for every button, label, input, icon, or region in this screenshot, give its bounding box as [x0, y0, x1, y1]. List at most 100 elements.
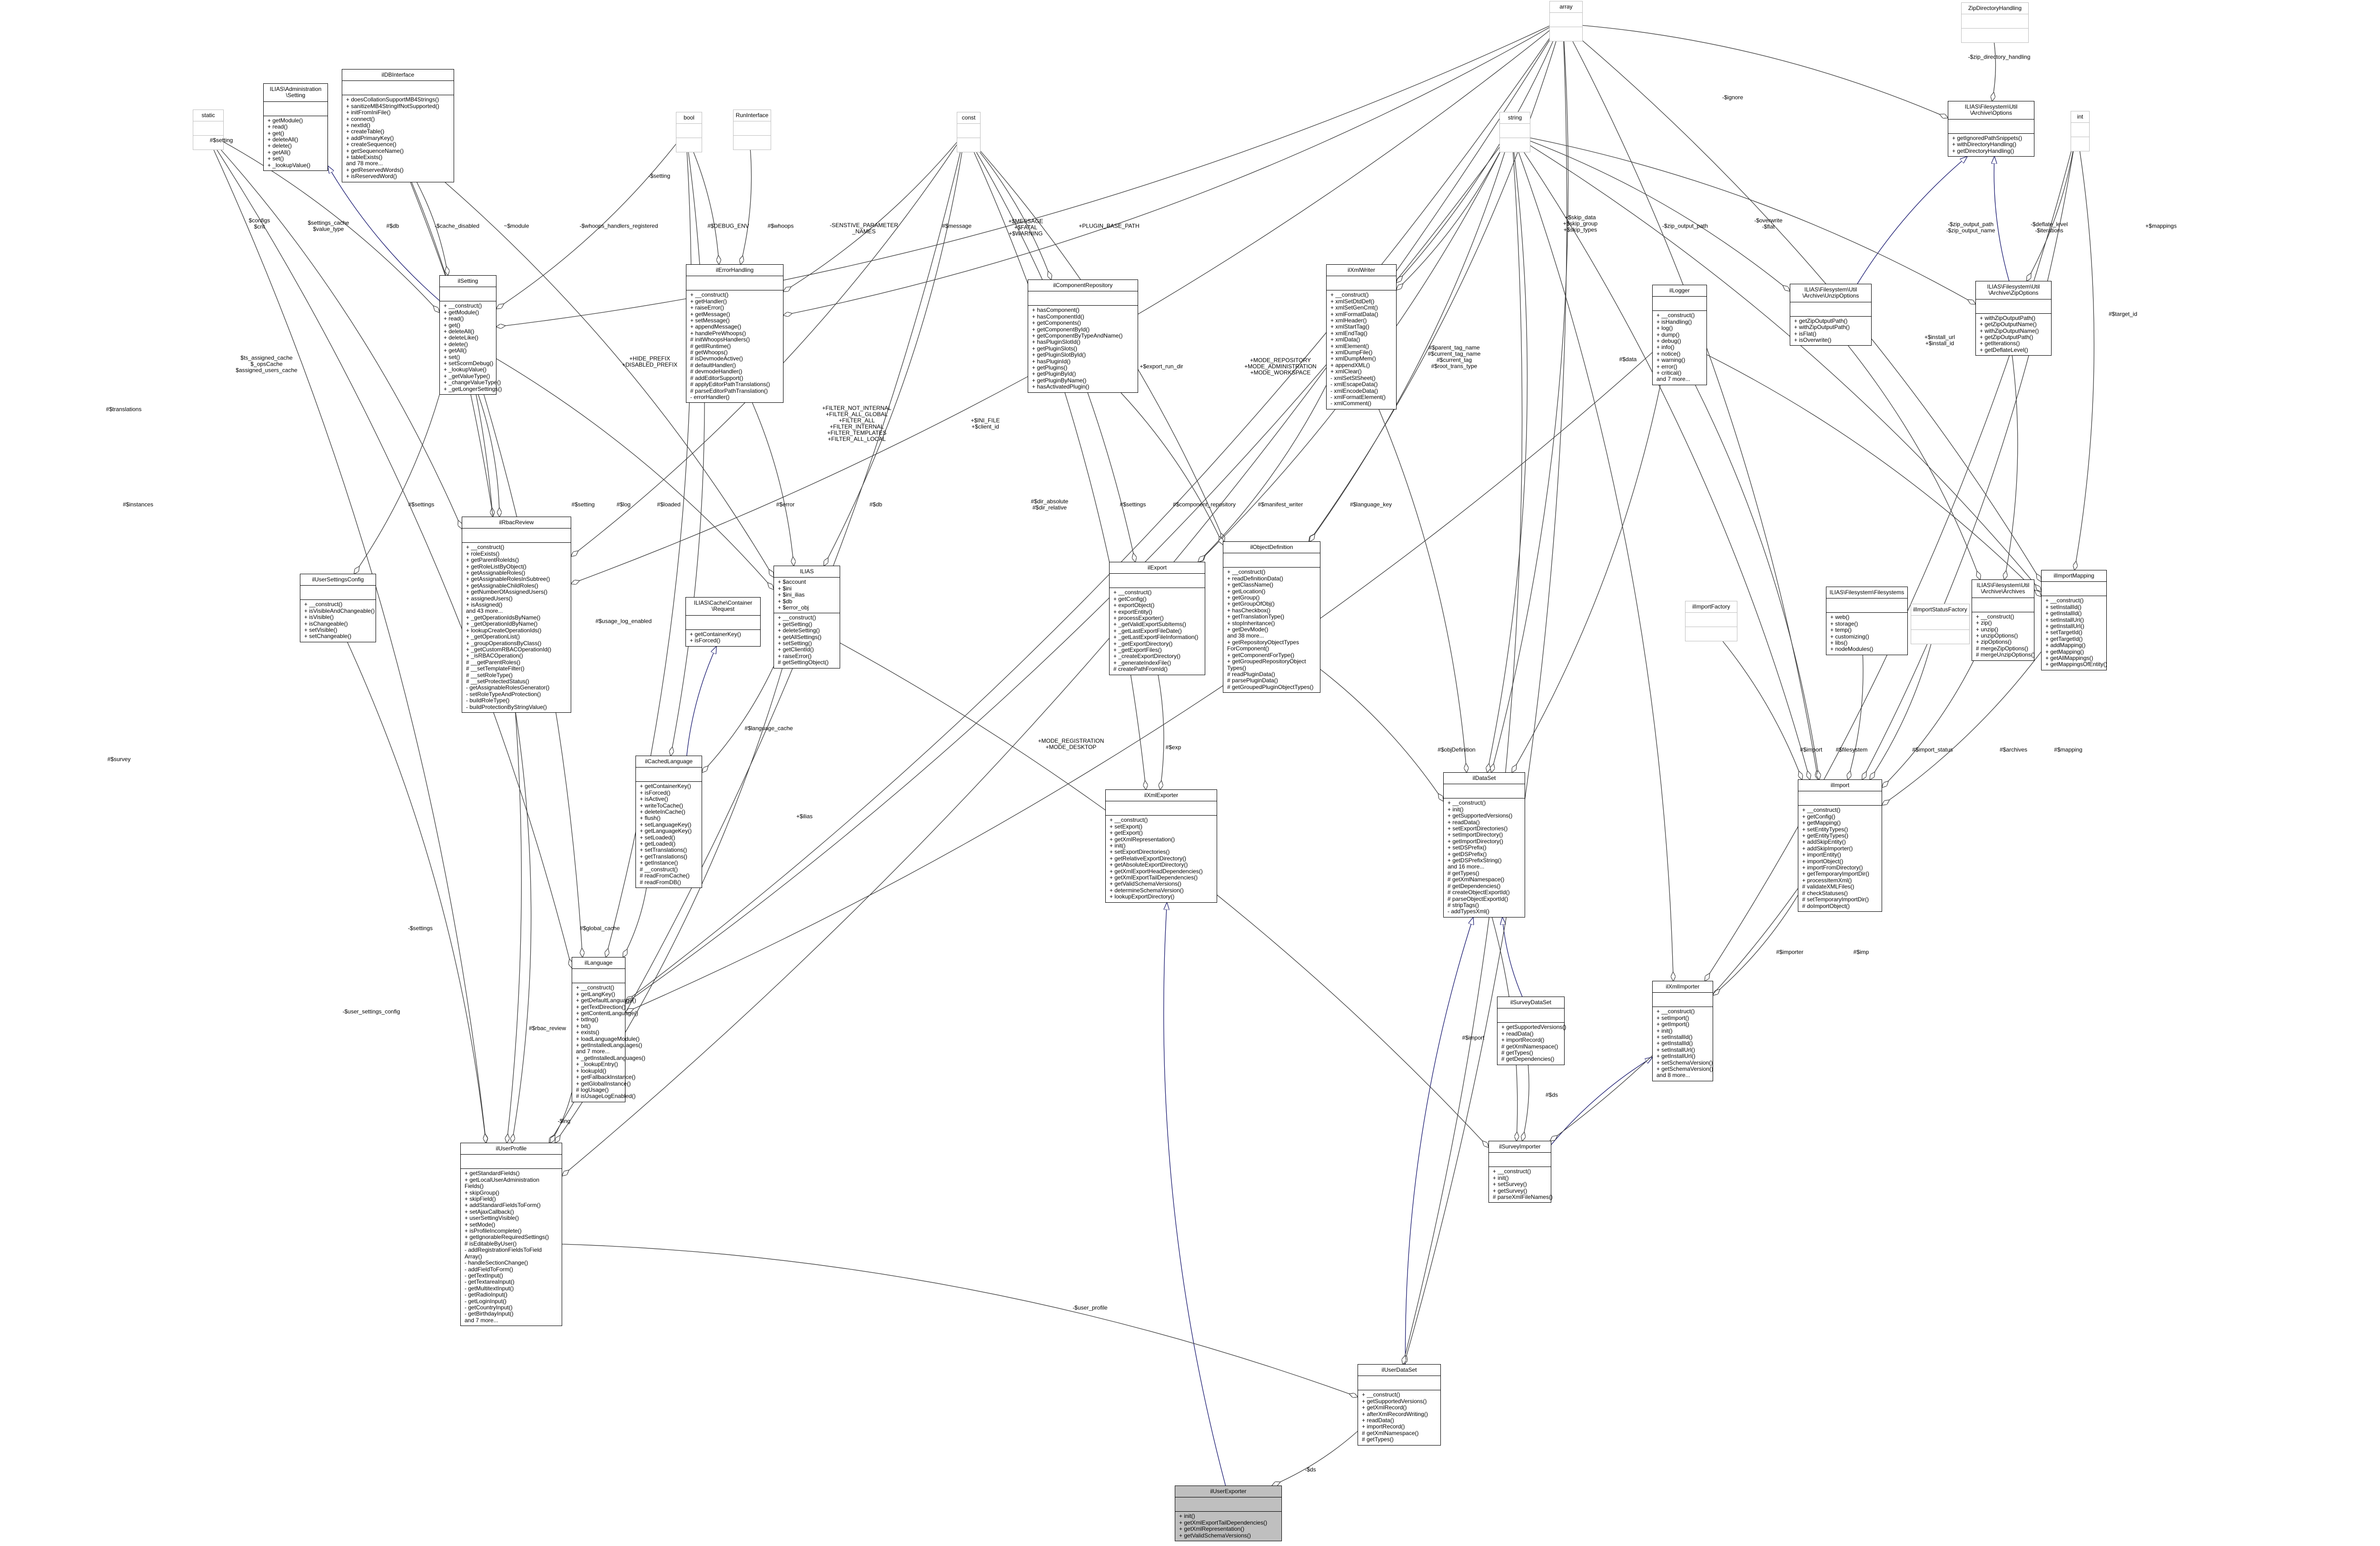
- edge-label: +$install_url +$install_id: [1924, 334, 1955, 347]
- class-box-zipopt[interactable]: ILIAS\Filesystem\Util \Archive\ZipOption…: [1975, 281, 2052, 356]
- class-box-static[interactable]: static: [193, 110, 224, 150]
- method: + getSupportedVersions(): [1448, 812, 1513, 819]
- class-box-iluserprofile[interactable]: ilUserProfile+ getStandardFields()+ getL…: [460, 1143, 562, 1327]
- class-attributes: [734, 121, 771, 135]
- method: + getClassName(): [1227, 581, 1274, 588]
- class-box-illogger[interactable]: ilLogger+ __construct()+ isHandling()+ l…: [1652, 285, 1707, 385]
- method: + __construct(): [1110, 817, 1148, 824]
- class-name: ilCachedLanguage: [645, 758, 693, 765]
- class-box-ilias[interactable]: ILIAS+ $account+ $ini+ $ini_ilias+ $db+ …: [774, 566, 840, 668]
- aggregation-edge-zipopt-archives: [2004, 355, 2018, 579]
- class-box-ilsurveyimporter[interactable]: ilSurveyImporter+ __construct()+ init()+…: [1488, 1141, 1553, 1203]
- class-box-ilcachedlanguage[interactable]: ilCachedLanguage+ getContainerKey()+ isF…: [635, 756, 702, 888]
- aggregation-edge-bool-ilCachedLanguage: [671, 152, 705, 756]
- method: # parseXmlFileNames(): [1493, 1194, 1553, 1201]
- method: + getDevMode(): [1227, 626, 1269, 633]
- edge-label: +FILTER_NOT_INTERNAL +FILTER_ALL_GLOBAL …: [822, 405, 892, 442]
- method: - setRoleTypeAndProtection(): [466, 690, 541, 698]
- method: + processItemXml(): [1802, 877, 1852, 884]
- method: + setMessage(): [690, 317, 730, 324]
- method: + lookupCreateOperationIds(): [466, 627, 542, 634]
- class-box-filesystems[interactable]: ILIAS\Filesystem\Filesystems+ web()+ sto…: [1826, 587, 1908, 655]
- method: + getConfig(): [1802, 813, 1835, 820]
- class-name: static: [201, 112, 215, 119]
- class-box-array[interactable]: array: [1549, 1, 1583, 42]
- method: + readData(): [1362, 1417, 1394, 1424]
- method: # getTypes(): [1448, 869, 1479, 877]
- class-box-archives[interactable]: ILIAS\Filesystem\Util \Archive\Archives+…: [1972, 579, 2035, 661]
- method: + getSchemaVersion(): [1656, 1066, 1714, 1073]
- method: + getDSPrefix(): [1448, 850, 1487, 858]
- class-box-bool[interactable]: bool: [676, 112, 702, 153]
- method: + __construct(): [690, 291, 729, 299]
- class-box-iluserdataset[interactable]: ilUserDataSet+ __construct()+ getSupport…: [1358, 1364, 1441, 1446]
- class-name: ilUserDataSet: [1381, 1366, 1417, 1373]
- method: + createSequence(): [346, 141, 397, 148]
- method: + getRelativeExportDirectory(): [1110, 855, 1187, 862]
- class-box-ilsurveydataset[interactable]: ilSurveyDataSet+ getSupportedVersions()+…: [1497, 997, 1566, 1065]
- class-name: ilUserExporter: [1210, 1488, 1247, 1495]
- method: + roleExists(): [466, 550, 500, 557]
- class-box-ilcomponentrepository[interactable]: ilComponentRepository+ hasComponent()+ h…: [1028, 279, 1138, 393]
- method: + importObject(): [1802, 858, 1844, 865]
- class-box-ilxmlimporter[interactable]: ilXmlImporter+ __construct()+ setImport(…: [1652, 981, 1713, 1081]
- edge-label: #$loaded: [657, 501, 681, 508]
- method: + getRoleListByObject(): [466, 563, 527, 570]
- class-box-ilsetting[interactable]: ilSetting+ __construct()+ getModule()+ r…: [439, 275, 502, 395]
- class-box-ilxmlexporter[interactable]: ilXmlExporter+ __construct()+ setExport(…: [1105, 789, 1217, 903]
- class-box-ilimportstatusfactory[interactable]: ilImportStatusFactory: [1911, 604, 1970, 645]
- class-name: int: [2077, 113, 2083, 120]
- method: + getComponentByTypeAndName(): [1032, 332, 1123, 339]
- class-box-ilimport[interactable]: ilImport+ __construct()+ getConfig()+ ge…: [1798, 779, 1882, 912]
- class-box-ilexport[interactable]: ilExport+ __construct()+ getConfig()+ ex…: [1109, 562, 1205, 675]
- method: + lookupExportDirectory(): [1110, 893, 1175, 900]
- method: + getComponents(): [1032, 319, 1081, 327]
- class-box-ilrbacreview[interactable]: ilRbacReview+ __construct()+ roleExists(…: [462, 517, 571, 713]
- class-attributes: [1500, 123, 1530, 138]
- class-attributes: [1962, 14, 2028, 28]
- class-box-options[interactable]: ILIAS\Filesystem\Util \Archive\Options+ …: [1948, 101, 2034, 157]
- method: + addMapping(): [2045, 642, 2086, 649]
- class-box-ilobjectdefinition[interactable]: ilObjectDefinition+ __construct()+ readD…: [1223, 541, 1320, 693]
- method: + deleteLike(): [444, 334, 479, 341]
- class-box-request[interactable]: ILIAS\Cache\Container \Request+ getConta…: [685, 597, 761, 647]
- method: + getInstalledLanguages(): [576, 1042, 643, 1049]
- method: # logUsage(): [576, 1086, 609, 1093]
- method: + __construct(): [2045, 597, 2084, 604]
- aggregation-edge-archives-ilImport: [1882, 660, 1974, 788]
- class-box-ilimportfactory[interactable]: ilImportFactory: [1685, 601, 1737, 642]
- class-attributes: [1911, 615, 1969, 629]
- class-box-ilimportmapping[interactable]: ilImportMapping+ __construct()+ setInsta…: [2041, 570, 2107, 670]
- class-box-ilxmlwriter[interactable]: ilXmlWriter+ __construct()+ xmlSetDtdDef…: [1326, 264, 1397, 409]
- class-box-ilerrorhandling[interactable]: ilErrorHandling+ __construct()+ getHandl…: [686, 264, 783, 403]
- method: + _getInstalledLanguages(): [576, 1054, 645, 1061]
- class-attributes: [1972, 597, 2034, 612]
- aggregation-edge-ilLogger-ilDataSet: [1512, 385, 1661, 772]
- class-box-const[interactable]: const: [957, 112, 981, 153]
- class-name: ILIAS\Filesystem\Util \Archive\Archives: [1976, 582, 2030, 595]
- method: + getAll(): [444, 347, 467, 354]
- class-box-unzipopt[interactable]: ILIAS\Filesystem\Util \Archive\UnzipOpti…: [1790, 284, 1872, 346]
- method: + hasComponentId(): [1032, 313, 1084, 320]
- edge-label: #$parent_tag_name #$current_tag_name #$c…: [1428, 344, 1481, 369]
- class-box-int[interactable]: int: [2071, 111, 2090, 152]
- method: + hasPluginId(): [1032, 358, 1071, 365]
- class-box-string[interactable]: string: [1499, 112, 1530, 153]
- class-box-ilusersettingsconfig[interactable]: ilUserSettingsConfig+ __construct()+ isV…: [300, 574, 376, 642]
- method: + importFromDirectory(): [1802, 864, 1863, 871]
- class-box-illanguage[interactable]: ilLanguage+ __construct()+ getLangKey()+…: [572, 957, 645, 1102]
- method: + getDeflateLevel(): [1980, 346, 2028, 353]
- class-box-admsetting[interactable]: ILIAS\Administration \Setting+ getModule…: [263, 83, 328, 171]
- class-box-dbi[interactable]: ilDBInterface+ doesCollationSupportMB4St…: [342, 69, 454, 182]
- class-box-iluserexporter[interactable]: ilUserExporter+ init()+ getXmlExportTail…: [1175, 1486, 1282, 1542]
- class-box-ildataset[interactable]: ilDataSet+ __construct()+ init()+ getSup…: [1443, 772, 1525, 918]
- method: # applyEditorPathTranslations(): [690, 381, 770, 388]
- class-box-zipdir[interactable]: ZipDirectoryHandling: [1961, 2, 2029, 43]
- class-methods: + doesCollationSupportMB4Strings()+ sani…: [342, 95, 454, 181]
- method: + __construct(): [444, 302, 482, 309]
- class-attributes: [1653, 296, 1706, 310]
- class-box-run[interactable]: RunInterface: [733, 110, 771, 150]
- method: + isVisibleAndChangeable(): [304, 607, 375, 614]
- method: + getAllMappings(): [2045, 655, 2093, 662]
- method: + debug(): [1656, 338, 1681, 345]
